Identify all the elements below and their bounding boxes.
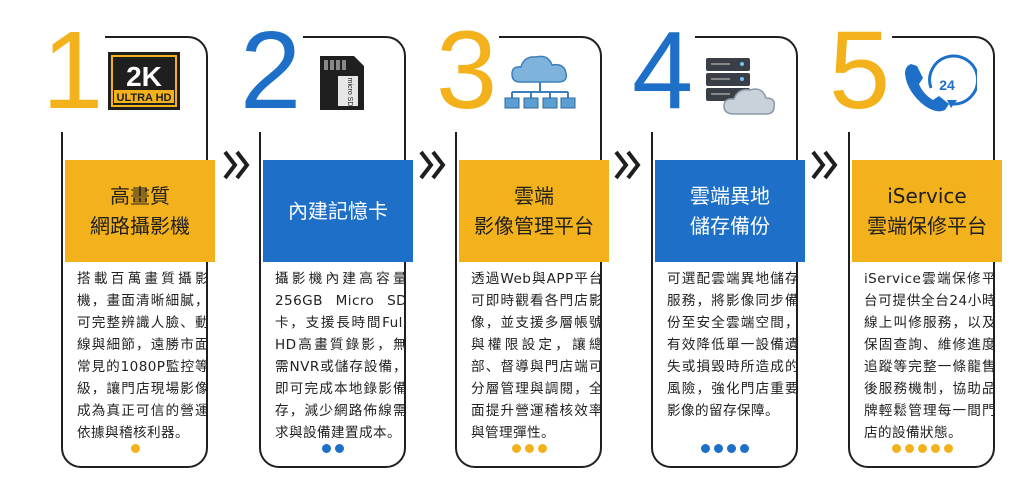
step-5: iService 雲端保修平台 iService雲端保修平台可提供全台24小時線…	[829, 0, 1002, 484]
step-card: iService 雲端保修平台 iService雲端保修平台可提供全台24小時線…	[848, 36, 1002, 468]
chevron-right-icon	[223, 150, 250, 180]
step-1: 高畫質 網路攝影機 搭載百萬畫質攝影機，畫面清晰細膩，可完整辨識人臉、動線與細節…	[42, 0, 215, 484]
step-title-band: iService 雲端保修平台	[852, 160, 1002, 262]
svg-text:24: 24	[939, 77, 955, 93]
step-2: 內建記憶卡 攝影機內建高容量256GB Micro SD卡，支援長時間Full …	[240, 0, 413, 484]
chevron-right-icon	[811, 150, 838, 180]
step-title: 內建記憶卡	[288, 199, 388, 223]
step-description: 可選配雲端異地儲存服務，將影像同步備份至安全雲端空間，有效降低單一設備遺失或損毀…	[667, 271, 799, 419]
chevron-right-icon	[614, 150, 641, 180]
step-dots	[254, 444, 412, 453]
step-title-band: 高畫質 網路攝影機	[65, 160, 215, 262]
step-title: 雲端異地 儲存備份	[690, 184, 770, 238]
svg-text:ULTRA HD: ULTRA HD	[117, 92, 172, 104]
server-cloud-icon	[694, 48, 790, 134]
step-title: iService 雲端保修平台	[867, 184, 987, 238]
step-number: 4	[632, 9, 696, 132]
2k-ultra-hd-icon: 2K ULTRA HD	[104, 48, 200, 134]
step-description: 透過Web與APP平台可即時觀看各門店影像，並支援多層帳號與權限設定，讓總部、督…	[471, 271, 603, 441]
step-dots	[56, 444, 214, 453]
step-description: iService雲端保修平台可提供全台24小時線上叫修服務，以及保固查詢、維修進…	[864, 271, 996, 441]
step-dots	[450, 444, 608, 453]
step-description: 攝影機內建高容量256GB Micro SD卡，支援長時間Full HD高畫質錄…	[275, 271, 407, 441]
step-number: 1	[42, 9, 106, 132]
svg-text:2K: 2K	[126, 61, 162, 92]
24h-support-icon: 24	[891, 48, 987, 134]
svg-text:micro SD: micro SD	[346, 78, 353, 107]
step-4: 雲端異地 儲存備份 可選配雲端異地儲存服務，將影像同步備份至安全雲端空間，有效降…	[632, 0, 805, 484]
step-title: 高畫質 網路攝影機	[90, 184, 190, 238]
step-dots	[646, 444, 804, 453]
step-number: 3	[436, 9, 500, 132]
chevron-right-icon	[419, 150, 446, 180]
cloud-network-icon	[498, 48, 594, 134]
step-description: 搭載百萬畫質攝影機，畫面清晰細膩，可完整辨識人臉、動線與細節，遠勝市面常見的10…	[77, 271, 209, 441]
step-number: 2	[240, 9, 304, 132]
step-3: 雲端 影像管理平台 透過Web與APP平台可即時觀看各門店影像，並支援多層帳號與…	[436, 0, 609, 484]
step-number: 5	[829, 9, 893, 132]
step-title-band: 雲端 影像管理平台	[459, 160, 609, 262]
micro-sd-card-icon: micro SD	[302, 48, 398, 134]
step-title: 雲端 影像管理平台	[474, 184, 594, 238]
step-title-band: 雲端異地 儲存備份	[655, 160, 805, 262]
step-title-band: 內建記憶卡	[263, 160, 413, 262]
step-dots	[843, 444, 1001, 453]
